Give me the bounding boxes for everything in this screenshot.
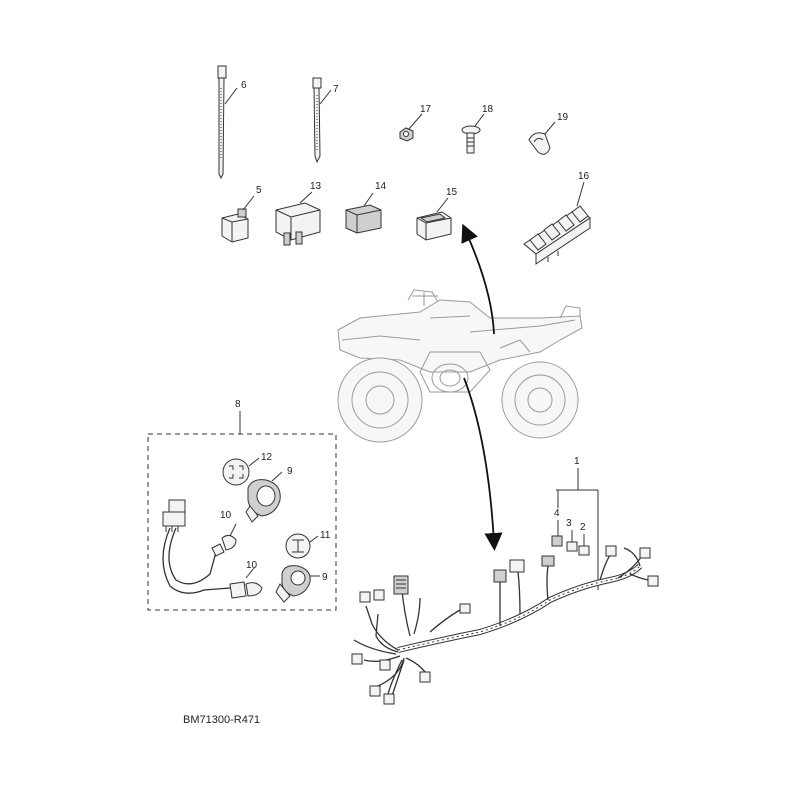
lamp-assembly-box (147, 433, 337, 611)
callout-10-top: 10 (220, 510, 232, 521)
cable-tie-6 (217, 65, 238, 180)
arrow-to-harness (463, 377, 503, 551)
callout-3: 3 (566, 518, 572, 529)
socket-11 (285, 533, 319, 559)
callout-19: 19 (557, 112, 569, 123)
callout-9-top: 9 (287, 466, 293, 477)
fuse-block-16 (523, 181, 591, 265)
callout-10-bottom: 10 (246, 560, 258, 571)
lamp-socket-9-bottom (275, 565, 320, 603)
clip-3 (566, 541, 578, 552)
lamp-harness-connector (162, 499, 186, 532)
lamp-wire-b (168, 527, 217, 585)
callout-2: 2 (580, 522, 586, 533)
socket-12 (222, 457, 260, 486)
arrow-to-relays (461, 223, 495, 335)
relay-5 (221, 195, 255, 243)
callout-6: 6 (241, 80, 247, 91)
relay-13 (275, 191, 321, 246)
bulb-10-top (211, 523, 237, 557)
clamp-19 (528, 121, 556, 155)
lamp-wire-a (162, 527, 231, 594)
callout-1: 1 (574, 456, 580, 467)
relay-14 (345, 192, 382, 234)
callout-9-bottom: 9 (322, 572, 328, 583)
callout-11: 11 (320, 530, 331, 541)
cable-tie-7 (312, 77, 332, 164)
callout-5: 5 (256, 185, 262, 196)
screw-18 (461, 113, 485, 154)
callout-8: 8 (235, 399, 241, 410)
diagram-code: BM71300-R471 (183, 714, 260, 726)
callout-4: 4 (554, 508, 560, 519)
callout-7: 7 (333, 84, 339, 95)
clip-4 (551, 535, 563, 547)
atv-illustration (337, 289, 583, 443)
lamp-socket-9-top (245, 471, 283, 523)
relay-15 (416, 197, 452, 241)
callout-14: 14 (375, 181, 387, 192)
wire-harness (351, 545, 659, 705)
callout-15: 15 (446, 187, 458, 198)
callout-17: 17 (420, 104, 432, 115)
callout-12: 12 (261, 452, 273, 463)
callout-13: 13 (310, 181, 322, 192)
nut-17 (399, 113, 423, 142)
callout-18: 18 (482, 104, 494, 115)
bulb-10-bottom (229, 567, 263, 599)
clip-2 (578, 545, 590, 556)
callout-16: 16 (578, 171, 590, 182)
